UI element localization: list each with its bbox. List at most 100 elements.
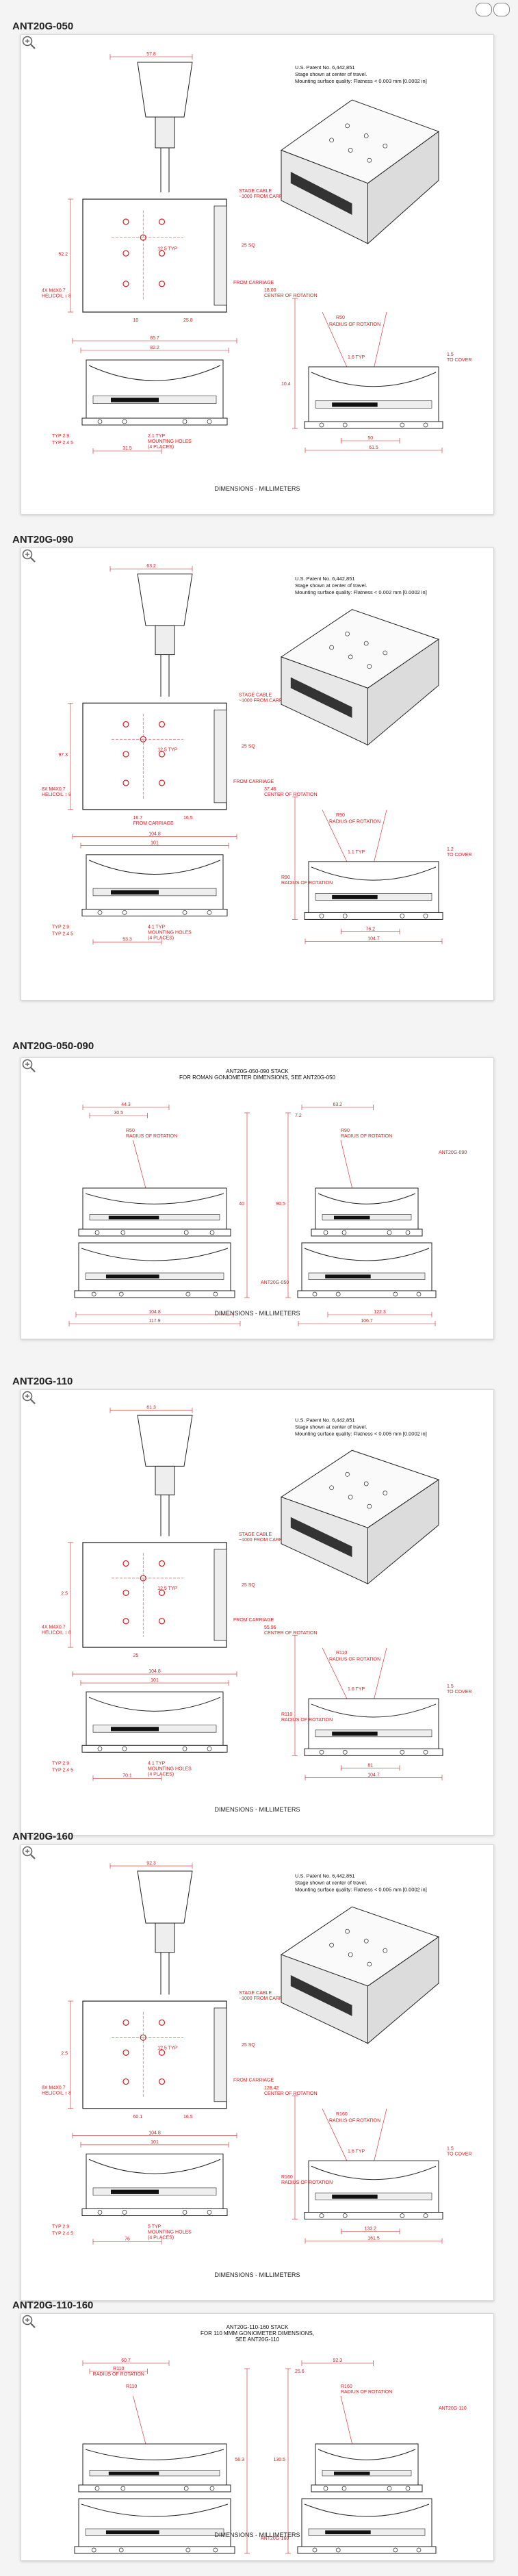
zoom-in-icon[interactable] [21,1390,36,1405]
dim-l-base: 104.8 [148,1310,161,1315]
patent-note-1: Stage shown at center of travel. [295,1880,367,1886]
zoom-in-icon[interactable] [21,1845,36,1860]
patent-note-1: Stage shown at center of travel. [295,1424,367,1430]
section-title: ANT20G-050 [12,21,74,32]
top-bar [0,0,518,18]
left-lower-stage [74,2498,235,2554]
dim-left: 52.2 [58,253,68,257]
dimensions-caption: DIMENSIONS - MILLIMETERS [214,1310,300,1317]
dim-top-width: 57.8 [146,52,156,57]
section-title: ANT20G-110-160 [12,2300,94,2311]
dim-base-w2: 101 [151,1678,159,1683]
label-stage-cable: STAGE CABLE~1000 FROM CARRIAGE [239,189,294,199]
label-typ: 1.1 TYP [348,850,365,855]
front-view [81,359,228,426]
label-bottom-b: 16.5 [183,816,193,821]
label-bottom-b: 25.8 [183,318,193,323]
label-stage-cable: STAGE CABLE~1000 FROM CARRIAGE [239,693,294,703]
side-view [304,2160,443,2219]
dim-w-a: 70.1 [122,1773,132,1778]
right-upper-stage [311,2443,423,2493]
hole-0 [122,218,129,225]
label-mid-b: 25 SQ [242,243,255,248]
hole-2 [122,1589,129,1596]
hole-0 [122,1560,129,1567]
contract-icon[interactable] [493,3,510,16]
dim-r-base2: 106.7 [361,1319,373,1324]
label-typ2: TYP 2.4 5 [52,2232,73,2237]
dim-r-base: 122.3 [374,1310,386,1315]
label-typ2: TYP 2.4 5 [52,931,73,936]
top-view [82,198,227,313]
dimensions-caption: DIMENSIONS - MILLIMETERS [214,1806,300,1813]
label-from-carriage: FROM CARRIAGE [233,2078,274,2083]
hole-1 [158,218,166,225]
label-mid-a: 12.5 TYP [157,1586,177,1591]
zoom-in-icon[interactable] [21,35,36,50]
label-mid-b: 25 SQ [242,1583,255,1588]
hole-6 [158,2078,166,2085]
front-view [81,2153,228,2216]
right-lower-stage [297,1242,437,1298]
dim-base-w1: 104.8 [148,1669,161,1674]
zoom-in-icon[interactable] [21,2314,36,2329]
hole-3 [158,1589,166,1596]
iso-view [280,609,440,746]
label-rot-radius: RADIUS OF ROTATION [329,1657,380,1662]
connector-shape [137,1870,193,1924]
dim-w-b: 133.2 [364,2227,376,2232]
zoom-in-icon[interactable] [21,548,36,563]
connector-shape [137,574,193,626]
dim-l-h: 56.3 [235,2458,244,2462]
hole-1 [158,1560,166,1567]
dim-w-a: 53.3 [122,937,132,942]
hole-3 [158,751,166,758]
right-upper-stage [311,1187,423,1237]
view-icon[interactable] [476,3,492,16]
label-mid-a: 12.5 TYP [157,2046,177,2051]
dim-w-a: 76 [125,2237,130,2242]
label-rot-r: R160 [336,2112,348,2117]
patent-note-2: Mounting surface quality: Flatness < 0.0… [295,1430,427,1437]
left-upper-stage [78,1187,231,1237]
dim-r-top: 63.2 [333,1103,342,1107]
patent-note-2: Mounting surface quality: Flatness < 0.0… [295,589,427,595]
dim-l-top: 44.3 [121,1103,131,1107]
label-from-carriage: FROM CARRIAGE [233,1618,274,1623]
dim-left: 2.5 [61,1591,68,1596]
hole-1 [158,2019,166,2026]
zoom-in-icon[interactable] [21,1058,36,1073]
section-title: ANT20G-050-090 [12,1040,94,1052]
section-title: ANT20G-160 [12,1831,74,1842]
label-r-inner: 25.6 [295,2369,305,2374]
label-bottom-a: 25 [133,1653,139,1658]
label-typ: 1.6 TYP [348,355,365,360]
connector-shape [137,1415,193,1467]
dim-r-top: 92.3 [333,2358,342,2363]
dim-l-inner: 30.5 [114,1111,123,1116]
label-typ2: TYP 2.4 5 [52,441,73,446]
dim-w-c: 104.7 [367,936,380,941]
patent-note-0: U.S. Patent No. 6,442,851 [295,64,355,70]
patent-note-0: U.S. Patent No. 6,442,851 [295,1873,355,1879]
label-mid-b: 25 SQ [242,745,255,749]
label-bottom-a: 10 [133,318,139,323]
patent-note-1: Stage shown at center of travel. [295,71,367,77]
top-icons [476,3,510,16]
